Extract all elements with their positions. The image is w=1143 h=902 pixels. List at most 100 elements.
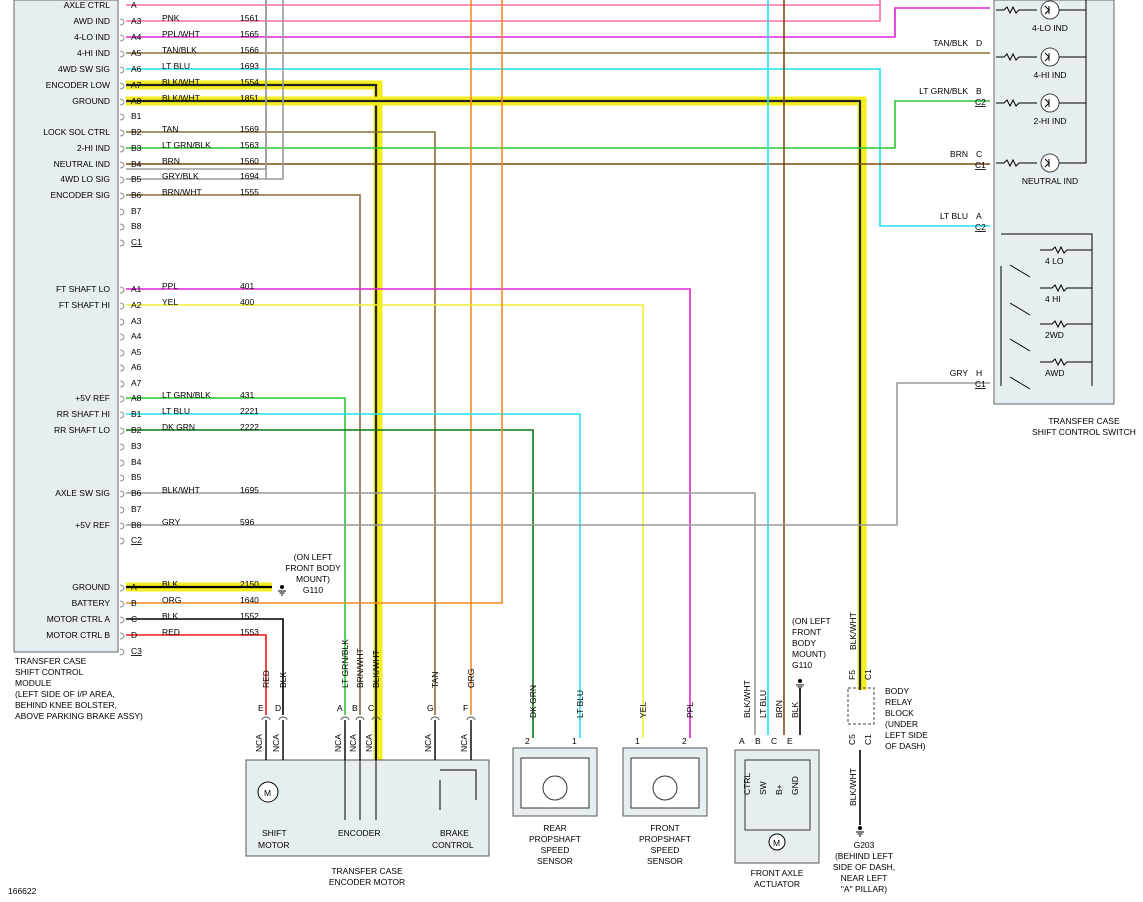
connector-arc (119, 113, 125, 121)
encoder-nca-label: NCA (459, 734, 469, 752)
actuator-pin-label: B (755, 736, 761, 746)
encoder-connector (355, 716, 365, 721)
encoder-wire-label: TAN (430, 672, 440, 688)
circuit-number-label: 1552 (240, 611, 259, 621)
front-sensor-label: SPEED (651, 845, 680, 855)
circuit-number-label: 1553 (240, 627, 259, 637)
relay-label: BODY (885, 686, 909, 696)
encoder-pin-label: F (463, 703, 468, 713)
encoder-title: TRANSFER CASE (331, 866, 403, 876)
pin-label-A5: A5 (131, 347, 142, 357)
encoder-pin-label: A (337, 703, 343, 713)
switch-title: SHIFT CONTROL SWITCH (1032, 427, 1136, 437)
wire-pnk (126, 0, 881, 22)
g110-label: (ON LEFT (294, 552, 333, 562)
pin-label-B8: B8 (131, 520, 142, 530)
g203-ground-symbol-lines (856, 831, 864, 837)
pin-label-B6: B6 (131, 190, 142, 200)
switch-pin-label: H (976, 368, 982, 378)
signal-label-motor_b: MOTOR CTRL B (46, 630, 110, 640)
encoder-lines (344, 760, 377, 820)
connector-arc (119, 50, 125, 58)
encoder-connector (261, 716, 271, 721)
connector-arc (119, 474, 125, 482)
pin-label-axlectrl: A (131, 0, 137, 10)
actuator-motor-symbol: M (773, 838, 780, 848)
connector-arc (119, 286, 125, 294)
g110b-ground-symbol (798, 679, 802, 683)
g110b-ground-symbol-lines (796, 684, 804, 690)
switch-pin-label: A (976, 211, 982, 221)
wire-ground-1851 (126, 99, 862, 690)
signal-label-lo_sig_4wd: 4WD LO SIG (60, 174, 110, 184)
wires (119, 0, 990, 825)
g110-ground-symbol-lines (278, 590, 286, 596)
encoder-motor-assembly[interactable] (245, 759, 490, 857)
switch-conn-label: C1 (975, 160, 986, 170)
switch-conn-label: C2 (975, 222, 986, 232)
indicator-led-circle (1040, 0, 1060, 20)
wire-org-1640 (126, 0, 503, 604)
rear-sensor-gear-icon (542, 775, 568, 801)
wire-color-label: BRN/WHT (162, 187, 202, 197)
encoder-nca-label: NCA (271, 734, 281, 752)
connector-arc (119, 600, 125, 608)
signal-label-encoder_sig: ENCODER SIG (50, 190, 110, 200)
encoder-nca-label: NCA (333, 734, 343, 752)
g203-label: (BEHIND LEFT (835, 851, 893, 861)
circuit-number-label: 1695 (240, 485, 259, 495)
circuit-number-label: 1554 (240, 77, 259, 87)
wire-ltgrn-431 (126, 397, 346, 715)
relay-label: OF DASH) (885, 741, 926, 751)
switch-led-label: 4-HI IND (1033, 70, 1066, 80)
switch-position-label: 4 HI (1045, 294, 1061, 304)
shift-control-module[interactable] (13, 0, 119, 653)
connector-arc (119, 459, 125, 467)
connector-arc (119, 18, 125, 26)
wire-ltblu-2221 (126, 413, 581, 738)
led-icon (1044, 52, 1050, 62)
encoder-wire-label: RED (261, 670, 271, 688)
pin-label-A8: A8 (131, 96, 142, 106)
wire-color-label: LT GRN/BLK (162, 140, 211, 150)
wire-color-label: DK GRN (162, 422, 195, 432)
actuator-pin-label: A (739, 736, 745, 746)
pin-label-C3: C3 (131, 646, 142, 656)
switch-position-label: 2WD (1045, 330, 1064, 340)
pin-label-B6: B6 (131, 488, 142, 498)
wire-color-label: PNK (162, 13, 180, 23)
module-caption-line: MODULE (15, 678, 52, 688)
connector-arc (119, 632, 125, 640)
relay-block-outline (847, 687, 875, 725)
signal-label-rr_hi: RR SHAFT HI (57, 409, 110, 419)
encoder-pin-label: C (368, 703, 374, 713)
encoder-title: ENCODER MOTOR (329, 877, 405, 887)
brake-coil (439, 769, 477, 810)
encoder-connector (278, 716, 288, 721)
connector-arc (119, 333, 125, 341)
wire-encoder-low (126, 83, 378, 760)
wire-color-label: LT BLU (162, 61, 190, 71)
encoder-pin-label: E (258, 703, 264, 713)
circuit-number-label: 1851 (240, 93, 259, 103)
wire-gry-596 (126, 382, 990, 526)
pin-label-A5: A5 (131, 48, 142, 58)
switch-frame (1000, 233, 1093, 386)
shift-control-switch[interactable] (993, 0, 1115, 405)
signal-label-encoder_low: ENCODER LOW (46, 80, 110, 90)
connector-arc (119, 364, 125, 372)
circuit-number-label: 1563 (240, 140, 259, 150)
wire-color-label: YEL (162, 297, 178, 307)
pin-label-A1: A1 (131, 284, 142, 294)
wire-color-label: BLK (162, 579, 178, 589)
front-sensor-pin-label: 1 (635, 736, 640, 746)
relay-wire-bot: BLK/WHT (848, 768, 858, 806)
position-switch-icon (1009, 245, 1092, 278)
rear-sensor-label: SPEED (541, 845, 570, 855)
g110b-label: BODY (792, 638, 816, 648)
wire-color-label: GRY (162, 517, 181, 527)
circuit-number-label: 2222 (240, 422, 259, 432)
connector-arc (119, 616, 125, 624)
